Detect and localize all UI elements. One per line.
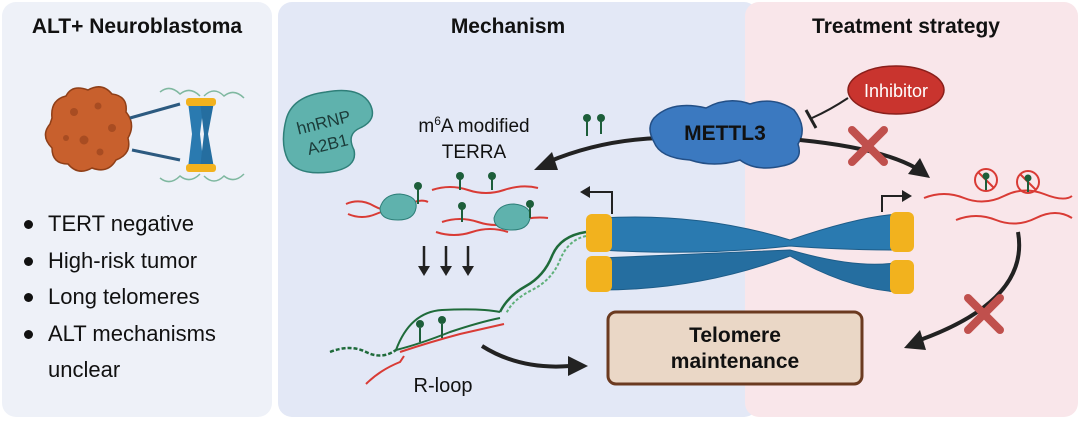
bullet-long-telomeres: Long telomeres: [18, 279, 280, 316]
bullet-high-risk: High-risk tumor: [18, 243, 280, 280]
arrow-rloop-to-telomere: [480, 344, 571, 369]
arrowhead-terra: [534, 152, 558, 170]
bullet-text: High-risk tumor: [48, 247, 198, 273]
m6a-m: m: [418, 116, 434, 137]
block-x-upper: [848, 126, 888, 166]
arrowhead-rna: [908, 158, 930, 178]
m6a-rest: A modified: [441, 116, 530, 137]
bullet-text: ALT mechanisms: [48, 320, 216, 346]
bullet-alt-mechanisms: ALT mechanisms: [18, 316, 280, 353]
mettl3-label: METTL3: [684, 122, 766, 145]
telomere-maintenance-box: Telomere maintenance: [606, 310, 864, 386]
arrowhead-telomere: [568, 356, 588, 376]
bullet-dot: [24, 256, 33, 266]
unmodified-rna: [923, 168, 1073, 225]
bullet-dot: [24, 329, 33, 339]
arrowhead-telomere-right: [904, 330, 926, 350]
bullet-tert-negative: TERT negative: [18, 206, 280, 243]
telomere-box-line1: Telomere: [689, 324, 781, 347]
tss-arrowhead-right: [902, 190, 912, 202]
left-panel-title: ALT+ Neuroblastoma: [32, 15, 243, 38]
telomere-box-line2: maintenance: [671, 350, 799, 373]
inhibition-line: [811, 97, 849, 119]
tss-arrow-right: [881, 195, 904, 212]
inhibitor-badge: Inhibitor: [847, 65, 945, 115]
m6a-marks-free: [583, 114, 605, 136]
mettl3-enzyme: METTL3: [649, 100, 803, 169]
feature-list: TERT negative High-risk tumor Long telom…: [18, 206, 280, 389]
down-arrows: [418, 246, 474, 276]
bullet-text: TERT negative: [48, 211, 194, 236]
r-loop: [329, 308, 505, 385]
m6a-superscript: 6: [434, 114, 441, 128]
bullet-text: unclear: [48, 357, 121, 382]
dna-helix-strand-b: [505, 235, 587, 315]
hnrnp-protein: hnRNP A2B1: [282, 89, 374, 174]
block-x-lower: [964, 294, 1004, 334]
chromosome-large: [586, 212, 914, 294]
middle-panel-title: Mechanism: [451, 15, 565, 38]
r-loop-label: R-loop: [414, 375, 473, 397]
tumor-icon: [44, 86, 133, 172]
callout-line-upper: [129, 102, 181, 120]
tss-arrowhead-left: [580, 186, 590, 198]
m6a-terra-label-line1: m6A modified: [418, 114, 529, 137]
inhibition-bar: [804, 109, 818, 129]
small-chromosome-icon: [159, 87, 245, 183]
arrow-mettl3-to-terra: [547, 136, 661, 164]
right-panel-title: Treatment strategy: [812, 15, 1000, 38]
bullet-text: Long telomeres: [48, 284, 200, 309]
bullet-dot: [24, 293, 33, 302]
m6a-marks-on-terra: [414, 172, 534, 222]
bullet-dot: [24, 220, 33, 229]
tss-arrow-left: [588, 191, 613, 214]
bullet-continuation: unclear: [18, 352, 280, 389]
arrow-rna-to-telomere-blocked: [919, 231, 1022, 342]
hnrnp-small-1: [379, 193, 417, 221]
dna-helix-strand-a: [498, 230, 587, 313]
m6a-terra-label-line2: TERRA: [442, 142, 507, 163]
inhibitor-label: Inhibitor: [864, 81, 928, 101]
callout-line-lower: [131, 148, 181, 162]
